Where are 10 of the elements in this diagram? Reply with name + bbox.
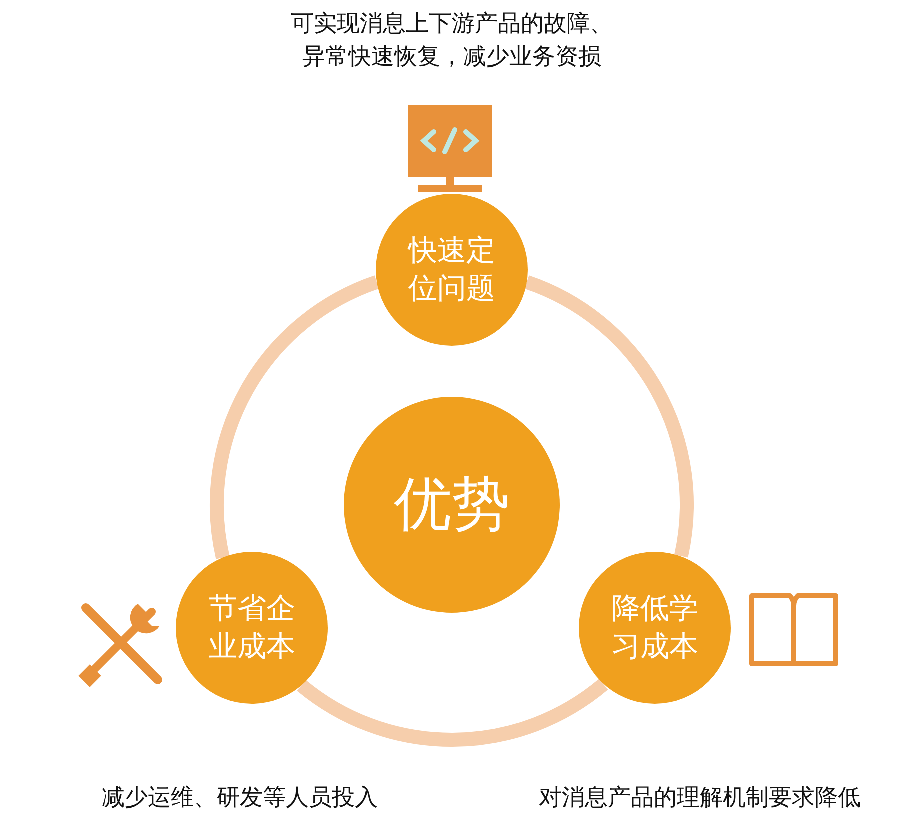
node-label: 节省企业成本 <box>208 590 296 665</box>
caption-text: 可实现消息上下游产品的故障、异常快速恢复，减少业务资损 <box>290 10 614 72</box>
caption-text: 减少运维、研发等人员投入 <box>101 784 379 813</box>
ring-arc <box>524 276 694 558</box>
caption-text: 对消息产品的理解机制要求降低 <box>538 784 862 813</box>
ring-arc <box>210 276 380 559</box>
node-label: 快速定位问题 <box>406 232 496 307</box>
ring-arc <box>297 678 608 747</box>
center-label: 优势 <box>393 469 511 540</box>
node-label: 降低学习成本 <box>610 590 700 665</box>
